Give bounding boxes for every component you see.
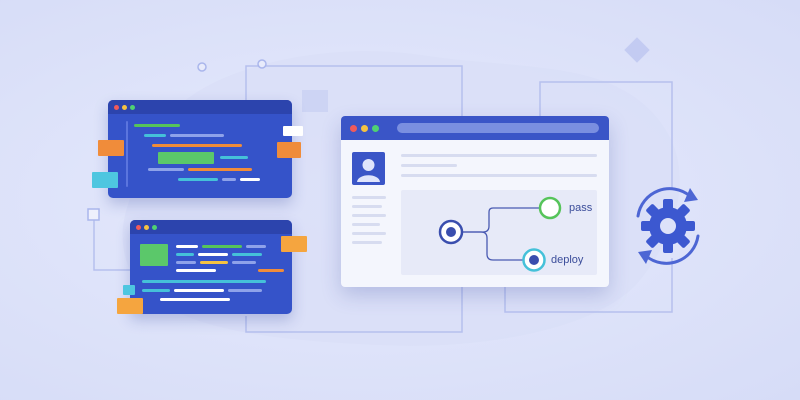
code-line — [240, 178, 260, 181]
decor-square — [302, 90, 328, 112]
code-window-titlebar — [130, 220, 292, 234]
code-line — [160, 298, 230, 301]
code-line — [258, 269, 284, 272]
image-block — [140, 244, 168, 266]
code-line — [188, 168, 252, 171]
sidebar-line — [352, 241, 382, 244]
code-line — [200, 261, 228, 264]
code-line — [246, 245, 266, 248]
user-avatar-icon — [352, 152, 385, 185]
code-window-titlebar — [108, 100, 292, 114]
code-line — [202, 245, 242, 248]
code-line — [152, 144, 242, 147]
deploy-node — [522, 248, 546, 272]
maximize-dot — [130, 105, 135, 110]
gear-sync-icon — [636, 187, 700, 265]
code-line — [198, 253, 228, 256]
pass-label: pass — [569, 202, 593, 214]
pipeline-panel: pass deploy — [401, 190, 597, 275]
sidebar-line — [352, 232, 386, 235]
code-line — [148, 168, 184, 171]
code-line — [176, 253, 194, 256]
code-window-top — [108, 100, 292, 198]
orange-sticky — [281, 236, 307, 252]
code-line — [176, 245, 198, 248]
connector-node — [197, 62, 207, 72]
deploy-label: deploy — [551, 254, 584, 266]
maximize-dot — [372, 125, 379, 132]
sidebar-line — [352, 196, 386, 199]
code-line — [178, 178, 218, 181]
orange-sticky — [117, 298, 143, 314]
code-window-bottom — [130, 220, 292, 314]
connector-square — [87, 208, 100, 221]
content-line — [401, 154, 597, 157]
content-line — [401, 164, 457, 167]
close-dot — [350, 125, 357, 132]
code-line — [220, 156, 248, 159]
close-dot — [136, 225, 141, 230]
code-line — [176, 269, 216, 272]
browser-titlebar — [341, 116, 609, 140]
code-line — [174, 289, 224, 292]
code-line — [144, 134, 166, 137]
address-bar — [397, 123, 599, 133]
decor-diamond — [624, 37, 650, 63]
maximize-dot — [152, 225, 157, 230]
code-line — [142, 280, 266, 283]
content-line — [401, 174, 597, 177]
code-line — [134, 124, 180, 127]
minimize-dot — [122, 105, 127, 110]
code-line — [142, 289, 170, 292]
minimize-dot — [144, 225, 149, 230]
orange-sticky — [277, 142, 301, 158]
code-line — [232, 261, 256, 264]
sidebar-line — [352, 205, 382, 208]
sidebar-line — [352, 214, 386, 217]
pass-node — [538, 196, 562, 220]
connector-node — [257, 59, 267, 69]
minimize-dot — [361, 125, 368, 132]
code-line — [170, 134, 224, 137]
gear-icon — [641, 199, 695, 253]
white-sticky — [283, 126, 303, 136]
code-line — [232, 253, 262, 256]
code-line — [176, 261, 196, 264]
code-line — [222, 178, 236, 181]
close-dot — [114, 105, 119, 110]
orange-sticky — [98, 140, 124, 156]
code-line — [228, 289, 262, 292]
cyan-sticky — [123, 285, 135, 295]
cyan-sticky — [92, 172, 118, 188]
code-highlight — [158, 152, 214, 164]
source-node — [438, 219, 464, 245]
browser-window: pass deploy — [341, 116, 609, 287]
code-line — [126, 121, 128, 187]
sidebar-line — [352, 223, 380, 226]
pipeline-graph — [438, 196, 562, 272]
